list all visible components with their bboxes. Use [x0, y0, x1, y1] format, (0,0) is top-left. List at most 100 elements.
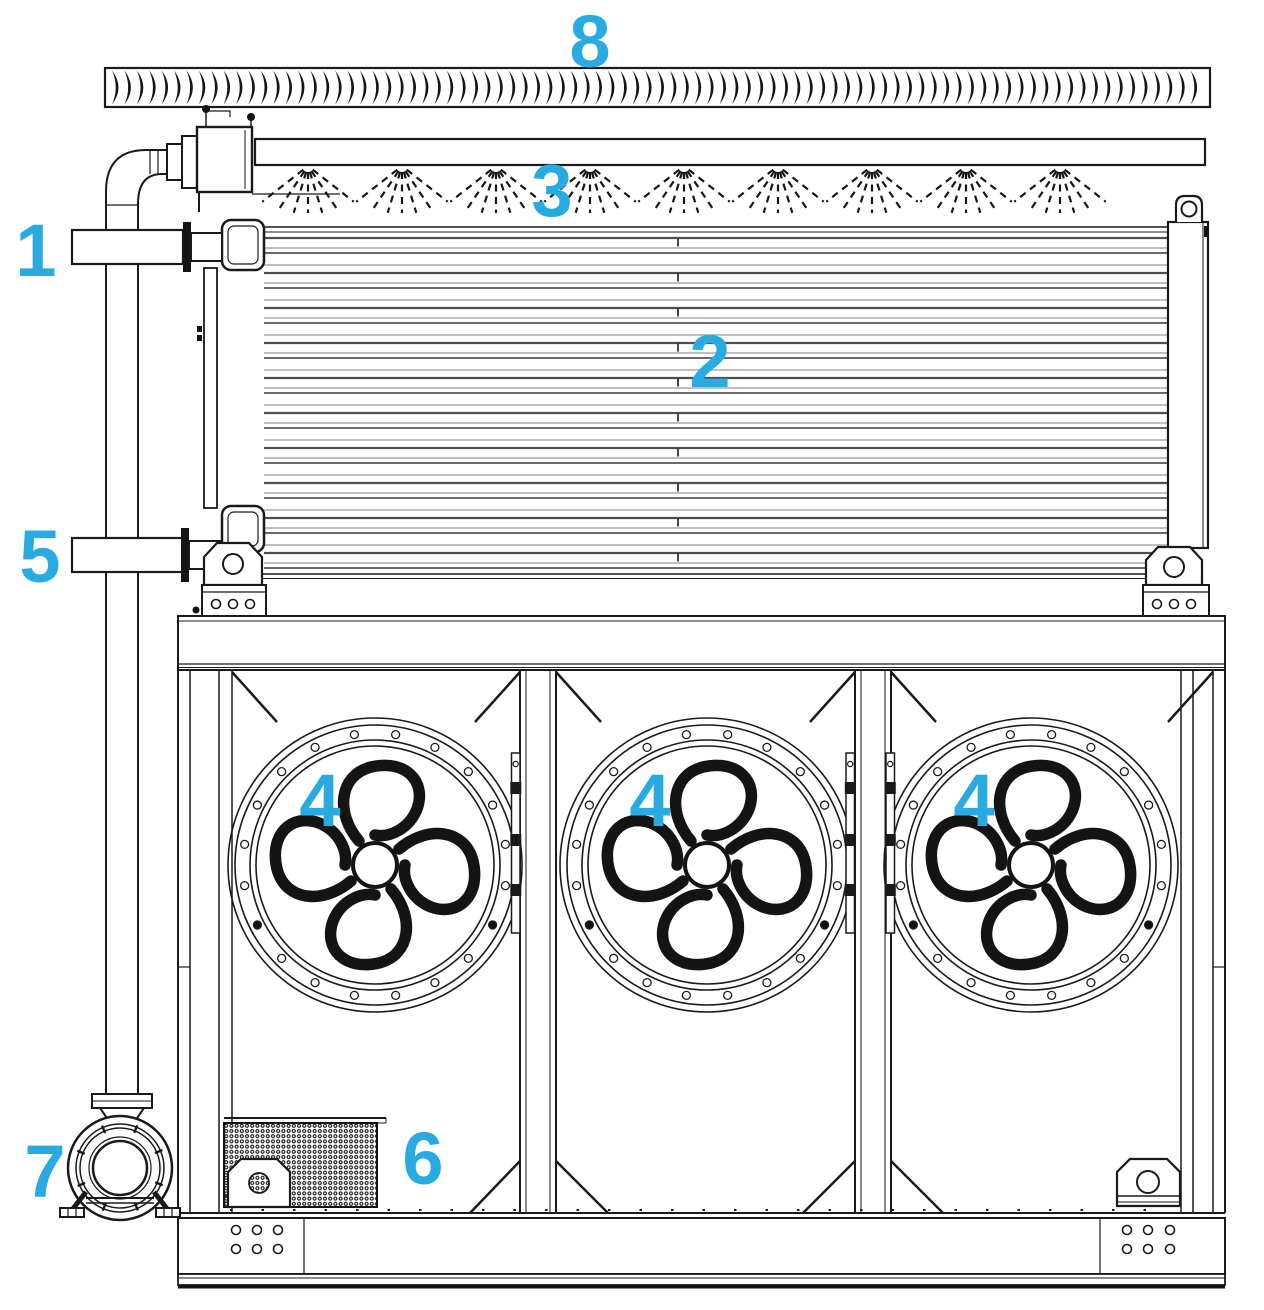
hose-corrugation: [248, 70, 255, 105]
hose-corrugation: [1116, 70, 1123, 105]
fan-blade: [993, 759, 1082, 847]
hose-corrugation: [595, 70, 603, 105]
hose-corrugation: [1153, 70, 1160, 105]
hose-corrugation: [558, 70, 565, 105]
hose-corrugation: [694, 70, 702, 105]
fan-ring-bolt: [1005, 729, 1016, 740]
fan-ring-bolt: [762, 977, 772, 988]
hose-corrugation: [310, 70, 317, 105]
hose-corrugation: [880, 70, 888, 105]
fan-ring-bolt: [819, 920, 830, 930]
fan-ring-bolt: [908, 920, 919, 930]
mid-post-a: [519, 669, 557, 1214]
inlet-pipe: [70, 222, 223, 272]
axial-fan-1: [227, 717, 523, 1013]
fan-ring-bolt: [1086, 977, 1096, 988]
hose-corrugation: [669, 70, 677, 105]
pump-clamp-bolts: [76, 1124, 164, 1212]
fan-ring-bolt: [722, 990, 733, 1001]
fan-hub: [683, 841, 731, 889]
hose-corrugation: [496, 70, 503, 105]
hose-corrugation: [917, 70, 925, 105]
top-corner-braces: [231, 671, 1214, 723]
fan-ring-bolt: [832, 839, 843, 850]
hose-corrugation: [657, 70, 664, 105]
fan-blade: [656, 883, 745, 971]
hose-corrugation: [223, 70, 231, 105]
valve-stem-right: [247, 113, 255, 121]
hose-corrugation: [942, 70, 950, 105]
fan-ring-bolt: [463, 953, 473, 963]
outlet-flange: [181, 528, 189, 582]
hose-corrugation: [645, 70, 652, 105]
hose-corrugation: [359, 70, 367, 105]
fan-ring-bolt: [966, 742, 976, 753]
hose-corrugation: [211, 70, 218, 105]
heat-exchanger-coil: [204, 226, 1168, 579]
hose-corrugation: [806, 70, 813, 105]
hose-corrugation: [1165, 70, 1173, 105]
fan-blade: [393, 827, 481, 916]
fan-ring-bolt: [584, 920, 595, 930]
skid-rail: [177, 1273, 1226, 1286]
fan-ring-bolt: [487, 800, 498, 810]
hose-corrugation: [793, 70, 801, 105]
fan-ring-bolt: [500, 880, 511, 891]
fan-ring-bolt: [642, 977, 652, 988]
grille-bracket-hole: [248, 1172, 270, 1194]
fan-ring-bolt: [1119, 953, 1129, 963]
fan-blade: [1049, 827, 1137, 916]
fan-bay-foot-bracket: [1115, 1157, 1182, 1208]
top-rail: [177, 615, 1226, 671]
fan-blade: [669, 759, 758, 847]
hose-corrugation: [1029, 70, 1036, 105]
pump-volute: [66, 1114, 174, 1222]
fan-blade: [337, 759, 426, 847]
hose-corrugation: [930, 70, 937, 105]
callout-axial-fan-1: 4: [299, 759, 340, 842]
fan-ring-bolt: [349, 729, 360, 740]
coil-left-header: [197, 218, 266, 554]
spray-nozzle-7: [825, 168, 919, 214]
spray-valve-box: [195, 105, 340, 212]
pump-foot-right: [155, 1207, 181, 1218]
coil-right-endplate: [1166, 194, 1210, 550]
fan-ring-bolt: [252, 920, 263, 930]
fan-ring-bolt: [762, 742, 772, 753]
spray-nozzles: [261, 168, 1107, 214]
hose-corrugation: [1190, 70, 1198, 105]
air-intake-grille: [223, 1117, 387, 1209]
pipe-reducer: [181, 135, 198, 189]
hose-corrugation: [831, 70, 838, 105]
fan-ring-bolt: [966, 977, 976, 988]
hose-corrugation: [1079, 70, 1086, 105]
fan-ring-bolt: [681, 729, 692, 740]
hose-corrugation: [818, 70, 826, 105]
pump-suction-eye: [91, 1139, 149, 1197]
fan-ring-bolt: [1046, 990, 1057, 1001]
axial-fan-3: [883, 717, 1179, 1013]
hose-corrugation: [905, 70, 912, 105]
fan-ring-bolt: [463, 767, 473, 777]
spray-nozzle-9: [1013, 168, 1107, 214]
fan-ring-bolt: [430, 742, 440, 753]
fan-ring-bolt: [609, 953, 619, 963]
fan-ring-bolt: [1143, 800, 1154, 810]
hose-corrugation: [1054, 70, 1061, 105]
hose-corrugation: [161, 70, 169, 105]
hose-corrugation: [173, 70, 181, 105]
hose-corrugation: [843, 70, 850, 105]
outlet-pipe: [70, 528, 223, 582]
hose-corrugation: [583, 70, 590, 105]
callout-outlet-pipe: 5: [19, 515, 60, 598]
fan-ring-bolt: [310, 977, 320, 988]
fan-ring-bolt: [1119, 767, 1129, 777]
elbow-inner: [137, 173, 167, 205]
hose-corrugation: [1004, 70, 1012, 105]
fan-ring-bolt: [795, 953, 805, 963]
fan-ring-bolt: [1005, 990, 1016, 1001]
hose-corrugation: [719, 70, 726, 105]
spray-nozzle-5: [637, 168, 731, 214]
hose-corrugation: [1017, 70, 1024, 105]
